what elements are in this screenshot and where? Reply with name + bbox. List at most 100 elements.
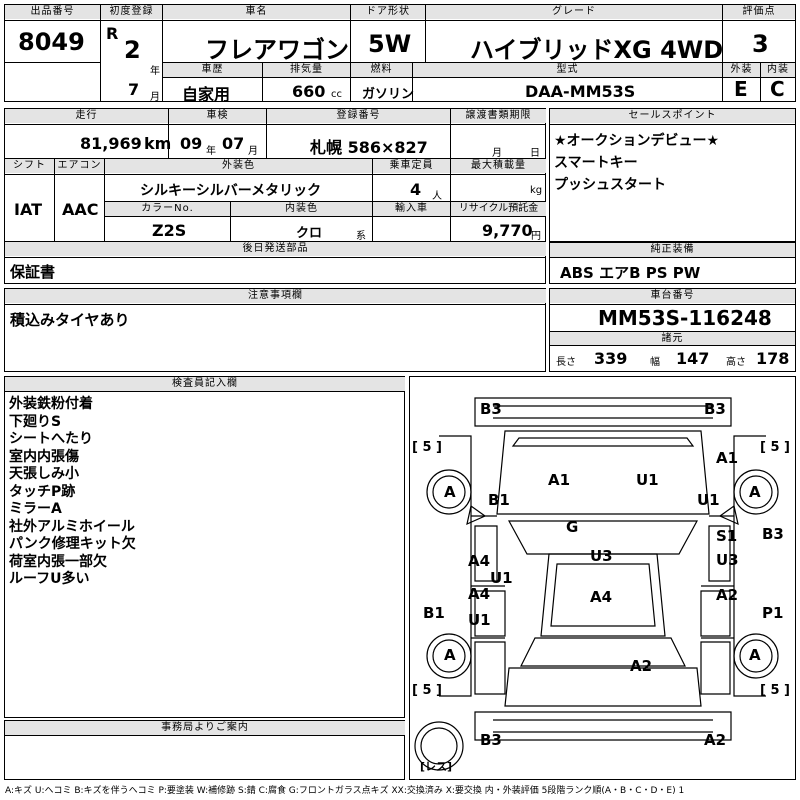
later-parts-value: 保証書 bbox=[10, 263, 56, 281]
width-label: 幅 bbox=[650, 357, 660, 368]
inspection-label: 車検 bbox=[169, 109, 266, 123]
first-reg-label: 初度登録 bbox=[101, 5, 162, 19]
ac-label: エアコン bbox=[55, 159, 104, 173]
recycle-label: リサイクル預託金 bbox=[451, 202, 546, 216]
notes-label: 注意事項欄 bbox=[5, 289, 546, 303]
tread-rear-left: [ 5 ] bbox=[412, 683, 442, 698]
equipment-label: 純正装備 bbox=[550, 243, 795, 257]
damage-a4-left-front-door: A4 bbox=[468, 552, 491, 570]
recycle-unit: 円 bbox=[531, 231, 541, 242]
inspector-block bbox=[4, 376, 405, 718]
car-name-label: 車名 bbox=[163, 5, 350, 19]
model-label: 型式 bbox=[413, 63, 722, 77]
details-block bbox=[4, 108, 546, 284]
era: R bbox=[106, 24, 119, 43]
office-block bbox=[4, 720, 405, 780]
lot-label: 出品番号 bbox=[5, 5, 100, 19]
model-value: DAA-MM53S bbox=[525, 82, 636, 101]
int-color-value: クロ bbox=[296, 226, 323, 241]
header-block bbox=[4, 4, 796, 102]
damage-g-windshield: G bbox=[566, 518, 579, 536]
wheel-rear-left: A bbox=[444, 646, 456, 664]
inspection-year-unit: 年 bbox=[206, 146, 216, 157]
grade-value: ハイブリッドXG 4WD bbox=[470, 36, 724, 64]
damage-b3-front-right: B3 bbox=[704, 400, 726, 418]
ext-color-label: 外装色 bbox=[105, 159, 372, 173]
mileage-unit: km bbox=[144, 134, 172, 153]
equipment-block bbox=[549, 242, 796, 284]
width-value: 147 bbox=[676, 349, 710, 368]
damage-p1-right-rear: P1 bbox=[762, 604, 784, 622]
transfer-month-unit: 月 bbox=[492, 148, 502, 159]
car-diagram bbox=[414, 397, 779, 771]
damage-u3-right-front-door: U3 bbox=[716, 551, 739, 569]
wheel-rear-right: A bbox=[749, 646, 761, 664]
grade-label: グレード bbox=[426, 5, 722, 19]
tread-front-right: [ 5 ] bbox=[760, 440, 790, 455]
history-label: 車歴 bbox=[163, 63, 262, 77]
damage-a1-hood: A1 bbox=[548, 471, 571, 489]
fuel-label: 燃料 bbox=[351, 63, 412, 77]
damage-b3-right-side: B3 bbox=[762, 525, 784, 543]
lot-number: 8049 bbox=[18, 28, 85, 56]
transfer-day-unit: 日 bbox=[530, 148, 540, 159]
shift-label: シフト bbox=[5, 159, 54, 173]
wheel-front-right: A bbox=[749, 483, 761, 501]
specs-label: 諸元 bbox=[550, 332, 795, 345]
fuel-value: ガソリン bbox=[362, 87, 415, 102]
shift-value: IAT bbox=[14, 200, 43, 219]
notes-block bbox=[4, 288, 546, 372]
chassis-block bbox=[549, 288, 796, 372]
inspector-lines: 外装鉄粉付着 下廻りS シートへたり 室内内張傷 天張しみ小 タッチP跡 ミラー… bbox=[9, 396, 136, 587]
office-label: 事務局よりご案内 bbox=[5, 721, 405, 735]
reg-year: 2 bbox=[124, 36, 141, 64]
exterior-score: E bbox=[734, 77, 748, 101]
equipment-value: ABS エアB PS PW bbox=[560, 264, 701, 282]
capacity-unit: 人 bbox=[432, 191, 442, 202]
inspection-month-unit: 月 bbox=[248, 146, 258, 157]
sales-point-lines: ★オークションデビュー★ スマートキー プッシュスタート bbox=[554, 133, 720, 193]
reg-month: 7 bbox=[128, 80, 140, 99]
height-value: 178 bbox=[756, 349, 790, 368]
door-label: ドア形状 bbox=[351, 5, 425, 19]
capacity-value: 4 bbox=[410, 180, 422, 199]
length-value: 339 bbox=[594, 349, 628, 368]
inspection-month: 07 bbox=[222, 134, 245, 153]
max-load-label: 最大積載量 bbox=[451, 159, 546, 173]
damage-a4-roof: A4 bbox=[590, 588, 613, 606]
displacement-value: 660 bbox=[292, 82, 326, 101]
later-parts-label: 後日発送部品 bbox=[5, 242, 546, 256]
plate-label: 登録番号 bbox=[267, 109, 450, 123]
sales-point-label: セールスポイント bbox=[550, 109, 795, 123]
capacity-label: 乗車定員 bbox=[373, 159, 450, 173]
int-color-unit: 系 bbox=[356, 231, 366, 242]
ac-value: AAC bbox=[62, 200, 99, 219]
plate-value: 札幌 586×827 bbox=[310, 138, 428, 157]
damage-b1-left-rear: B1 bbox=[423, 604, 445, 622]
transfer-label: 譲渡書類期限 bbox=[451, 109, 546, 123]
interior-score: C bbox=[770, 77, 785, 101]
height-label: 高さ bbox=[726, 357, 746, 368]
door-value: 5W bbox=[368, 30, 412, 58]
exterior-label: 外装 bbox=[723, 63, 760, 77]
damage-a1-front-right: A1 bbox=[716, 449, 739, 467]
score-value: 3 bbox=[752, 30, 769, 58]
tread-front-left: [ 5 ] bbox=[412, 440, 442, 455]
displacement-label: 排気量 bbox=[263, 63, 350, 77]
damage-a2-rear-right: A2 bbox=[704, 731, 727, 749]
chassis-label: 車台番号 bbox=[550, 289, 795, 303]
color-no-label: カラーNo. bbox=[105, 202, 230, 216]
tread-rear-right: [ 5 ] bbox=[760, 683, 790, 698]
damage-u1-hood: U1 bbox=[636, 471, 659, 489]
damage-b3-front-left: B3 bbox=[480, 400, 502, 418]
damage-a2-rear-gate: A2 bbox=[630, 657, 653, 675]
sales-point-block bbox=[549, 108, 796, 242]
damage-a4-left-rear-door: A4 bbox=[468, 585, 491, 603]
import-label: 輸入車 bbox=[373, 202, 450, 216]
recycle-value: 9,770 bbox=[482, 221, 533, 240]
notes-value: 積込みタイヤあり bbox=[10, 311, 130, 329]
month-unit: 月 bbox=[150, 92, 160, 103]
chassis-number: MM53S-116248 bbox=[598, 306, 772, 330]
car-name: フレアワゴン bbox=[205, 36, 349, 64]
history-value: 自家用 bbox=[182, 85, 231, 104]
